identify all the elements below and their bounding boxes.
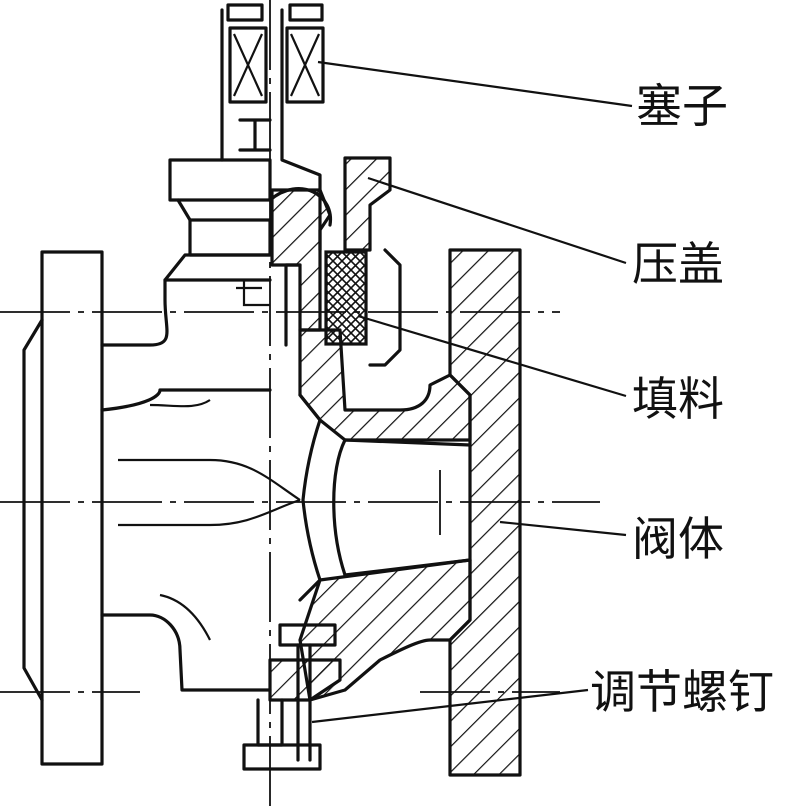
label-packing: 填料 <box>632 372 724 426</box>
label-body: 阀体 <box>632 512 724 566</box>
label-plug: 塞子 <box>636 79 728 133</box>
valve-external-view <box>22 3 322 771</box>
label-gland: 压盖 <box>632 237 724 291</box>
valve-section-view <box>268 3 522 777</box>
labels: 塞子 压盖 填料 阀体 调节螺钉 <box>590 79 774 719</box>
leader-lines <box>311 60 633 724</box>
label-adjusting-screw: 调节螺钉 <box>590 665 774 719</box>
